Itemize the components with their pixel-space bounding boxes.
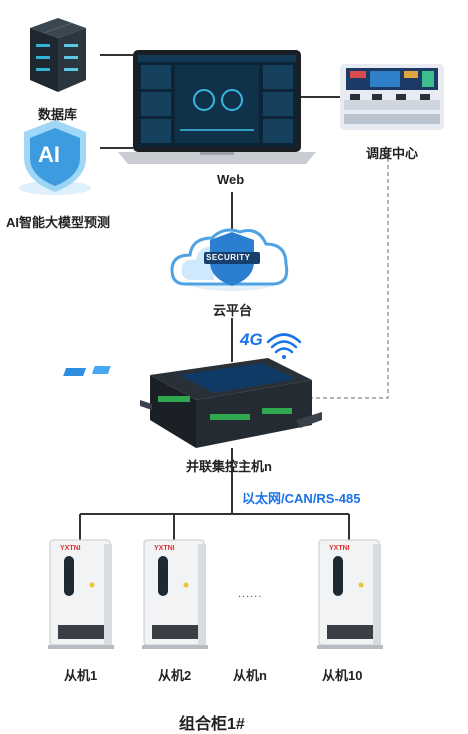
- dispatch-center-icon: [340, 64, 444, 130]
- ai-model-label: AI智能大模型预测: [6, 215, 111, 230]
- cloud-security-badge: SECURITY: [206, 253, 251, 262]
- controller-label: 并联集控主机n: [186, 459, 272, 474]
- cabinet-10-icon: [317, 539, 383, 649]
- dispatch-controller-dashed-line: [310, 158, 389, 399]
- database-icon: [30, 18, 86, 92]
- database-label: 数据库: [38, 107, 78, 122]
- slave-1-label: 从机1: [64, 668, 98, 683]
- controller-device-icon: [63, 358, 322, 448]
- dispatch-center-label: 调度中心: [366, 146, 419, 161]
- slave-10-label: 从机10: [322, 668, 363, 683]
- laptop-icon: [118, 50, 316, 164]
- connections: [79, 54, 350, 540]
- cabinet-1-icon: [48, 539, 114, 649]
- slave-2-label: 从机2: [158, 668, 192, 683]
- ai-badge: AI: [38, 142, 60, 167]
- cloud-security-icon: [170, 228, 289, 291]
- ai-shield-icon: [19, 120, 91, 195]
- web-label: Web: [217, 172, 245, 187]
- cloud-platform-label: 云平台: [213, 303, 253, 318]
- cabinet-1-brand: YXTNI: [60, 545, 81, 552]
- network-4g-label: 4G: [240, 330, 263, 349]
- wifi-icon: [266, 333, 302, 359]
- ellipsis: ......: [238, 588, 263, 600]
- bus-protocol-label: 以太网/CAN/RS-485: [242, 491, 361, 506]
- slave-n-label: 从机n: [233, 668, 267, 683]
- cabinet-10-brand: YXTNI: [329, 545, 350, 552]
- cabinet-2-brand: YXTNI: [154, 545, 175, 552]
- cabinet-2-icon: [142, 539, 208, 649]
- footer-title: 组合柜1#: [179, 716, 245, 733]
